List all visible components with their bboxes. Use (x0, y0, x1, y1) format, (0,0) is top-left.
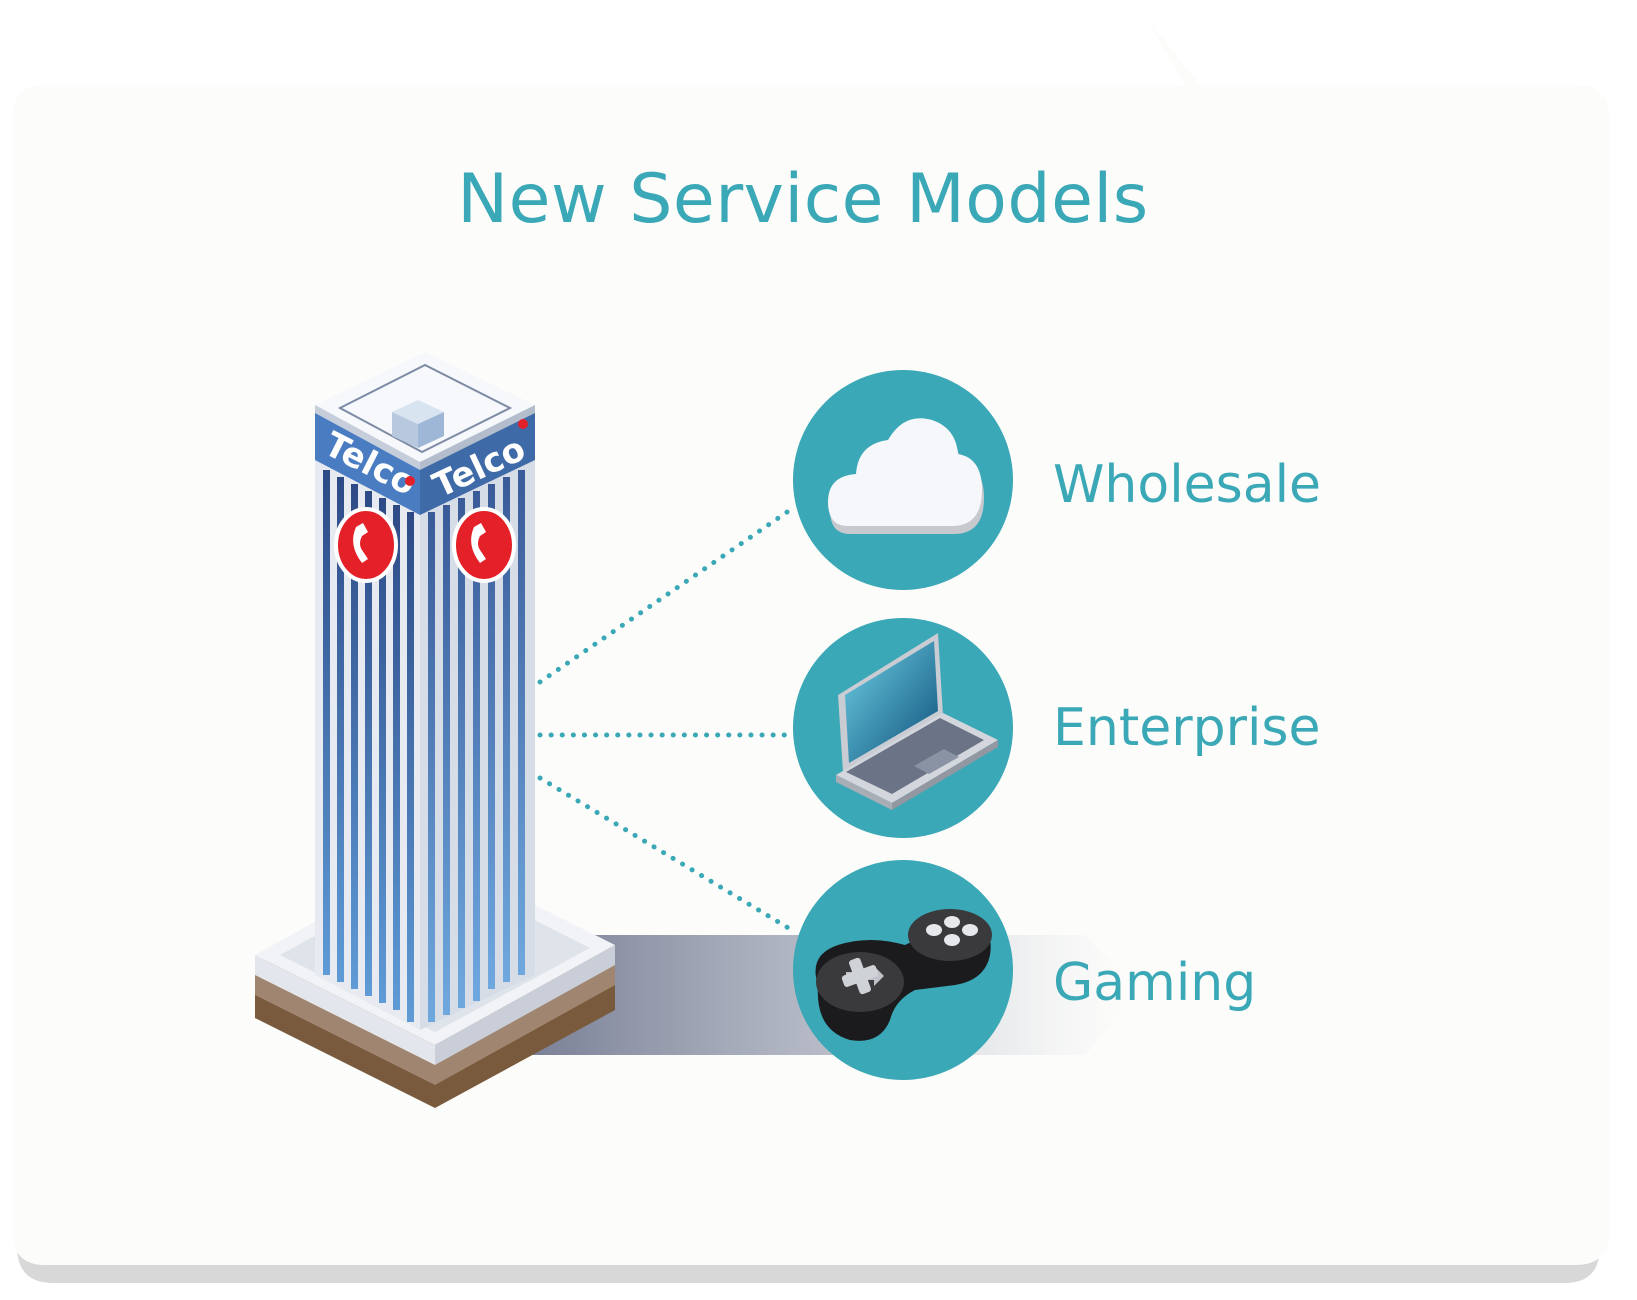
connector-wholesale (537, 507, 793, 685)
telco-building: Telco Telco (315, 352, 535, 1030)
wholesale-label: Wholesale (1053, 455, 1321, 515)
connectors (537, 507, 798, 935)
laptop-icon (836, 633, 998, 810)
building-windows-left (323, 470, 414, 1022)
dpad-icon (841, 957, 884, 995)
gamepad-icon (815, 909, 992, 1041)
enterprise-label: Enterprise (1053, 698, 1321, 758)
phone-icon (334, 507, 398, 583)
rooftop-box (392, 400, 444, 448)
action-buttons-icon (926, 916, 978, 946)
building-windows-right (428, 470, 525, 1022)
service-gaming: Gaming (793, 860, 1256, 1080)
cloud-icon (828, 418, 984, 534)
service-wholesale: Wholesale (793, 370, 1321, 590)
gaming-label: Gaming (1053, 953, 1256, 1013)
phone-icon (452, 507, 516, 583)
page-title: New Service Models (457, 160, 1148, 239)
service-enterprise: Enterprise (793, 618, 1321, 838)
